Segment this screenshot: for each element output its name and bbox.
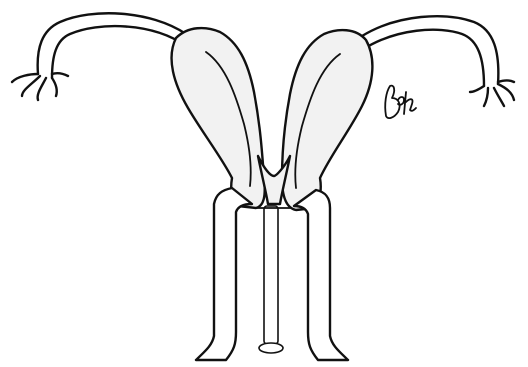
- left-fallopian-tube: [12, 13, 186, 100]
- artist-signature: [385, 86, 416, 118]
- vaginal-septum: [254, 206, 290, 353]
- right-uterine-horn: [282, 30, 372, 210]
- left-vaginal-wall: [196, 188, 252, 360]
- left-fimbriae: [12, 73, 68, 100]
- right-fallopian-tube: [362, 16, 514, 106]
- right-vaginal-wall: [294, 190, 348, 360]
- left-uterine-horn: [172, 28, 265, 208]
- right-fimbriae: [470, 81, 514, 107]
